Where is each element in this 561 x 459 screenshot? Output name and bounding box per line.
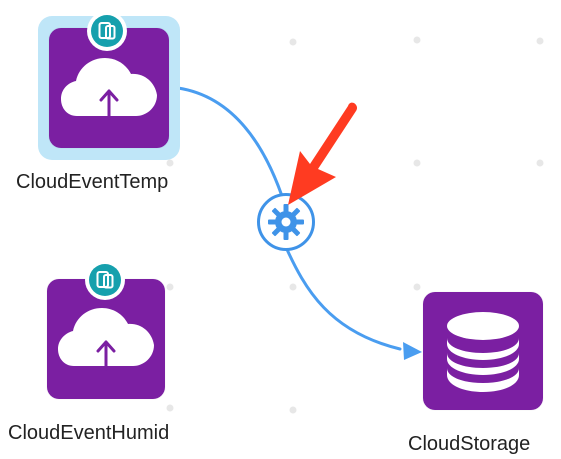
cloud-storage-node[interactable]: [423, 292, 543, 410]
device-badge: [85, 260, 125, 300]
connector-arrowhead: [403, 342, 422, 360]
cloud-event-temp-node[interactable]: [49, 28, 169, 148]
grid-dot: [536, 159, 544, 167]
grid-dot: [289, 406, 297, 414]
grid-dot: [413, 36, 421, 44]
connector-line-lower[interactable]: [283, 243, 402, 351]
device-icon: [96, 271, 114, 289]
grid-dot: [166, 404, 174, 412]
connector-settings-button[interactable]: [257, 193, 315, 251]
red-arrow-icon: [288, 102, 358, 205]
grid-dot: [536, 37, 544, 45]
grid-dot: [289, 38, 297, 46]
grid-dot: [166, 283, 174, 291]
device-badge: [87, 11, 127, 51]
cloud-upload-icon: [61, 58, 157, 120]
connector-line-upper[interactable]: [176, 86, 287, 207]
cloud-event-humid-label: CloudEventHumid: [8, 422, 170, 444]
cloud-upload-icon: [58, 308, 154, 371]
grid-dot: [413, 283, 421, 291]
grid-dot: [166, 159, 174, 167]
device-icon: [98, 22, 116, 40]
grid-dot: [289, 283, 297, 291]
database-icon: [447, 312, 519, 392]
cloud-storage-label: CloudStorage: [408, 433, 531, 455]
cloud-event-temp-label: CloudEventTemp: [16, 171, 169, 193]
cloud-event-humid-node[interactable]: [47, 279, 165, 399]
grid-dot: [413, 159, 421, 167]
gear-icon: [268, 204, 304, 240]
